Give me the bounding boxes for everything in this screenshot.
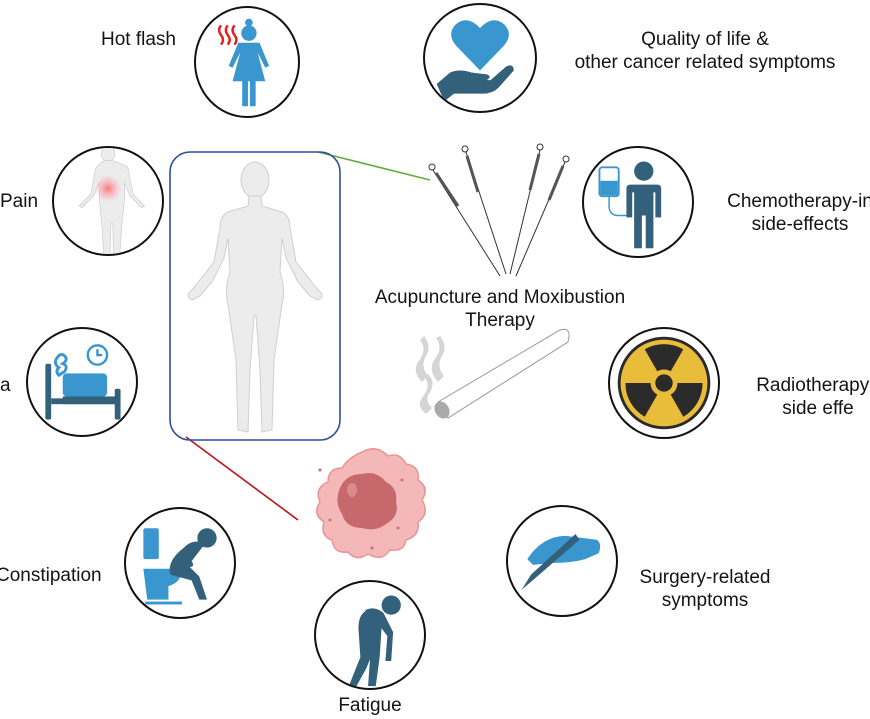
- quality-of-life-circle: [423, 3, 537, 113]
- pain-label: Pain: [0, 191, 39, 212]
- surgery-label: Surgery-related symptoms: [620, 566, 790, 612]
- pain-circle: [52, 146, 164, 256]
- moxa-stick-icon: [415, 328, 570, 419]
- therapy-label-line2: Therapy: [465, 310, 535, 331]
- toilet-person-icon: [143, 528, 217, 605]
- quality-of-life-label-line1: Quality of life &: [641, 29, 769, 50]
- hot-flash-woman-icon: [217, 18, 270, 107]
- insomnia-label: a: [0, 375, 11, 396]
- cancer-cell-icon: [316, 448, 426, 559]
- constipation-circle: [124, 507, 236, 619]
- quality-of-life-label-line2: other cancer related symptoms: [574, 52, 836, 73]
- therapy-label: Acupuncture and Moxibustion Therapy: [350, 286, 650, 332]
- quality-of-life-label: Quality of life & other cancer related s…: [545, 28, 865, 74]
- body-pain-icon: [78, 148, 146, 254]
- red-connector-line: [185, 436, 299, 521]
- fatigue-label: Fatigue: [338, 695, 402, 716]
- chemotherapy-label: Chemotherapy-in side-effects: [700, 190, 870, 236]
- fatigue-circle: [314, 580, 426, 690]
- iv-drip-patient-icon: [598, 161, 662, 249]
- female-body-icon: [187, 161, 323, 433]
- radiation-icon: [617, 336, 711, 430]
- acupuncture-needles-icon: [428, 143, 570, 277]
- hot-flash-circle: [194, 6, 300, 118]
- tired-person-icon: [348, 595, 401, 687]
- green-connector-line: [317, 151, 431, 181]
- therapy-label-line1: Acupuncture and Moxibustion: [374, 287, 626, 308]
- body-frame: [169, 151, 341, 441]
- surgery-label-line1: Surgery-related: [639, 567, 771, 588]
- hot-flash-label: Hot flash: [101, 29, 176, 50]
- scalpel-hand-icon: [521, 534, 601, 590]
- chemotherapy-circle: [582, 146, 694, 258]
- radiotherapy-label: Radiotherapy-i side effe: [728, 374, 870, 420]
- radiotherapy-label-line1: Radiotherapy-i: [756, 375, 870, 396]
- insomnia-circle: [26, 327, 138, 437]
- radiotherapy-circle: [608, 327, 720, 439]
- chemotherapy-label-line2: side-effects: [751, 214, 849, 235]
- heart-in-hand-icon: [436, 20, 514, 102]
- surgery-label-line2: symptoms: [661, 590, 749, 611]
- surgery-circle: [506, 505, 618, 617]
- bed-clock-icon: [45, 344, 121, 420]
- constipation-label: Constipation: [0, 565, 102, 586]
- chemotherapy-label-line1: Chemotherapy-in: [727, 191, 870, 212]
- radiotherapy-label-line2: side effe: [782, 398, 854, 419]
